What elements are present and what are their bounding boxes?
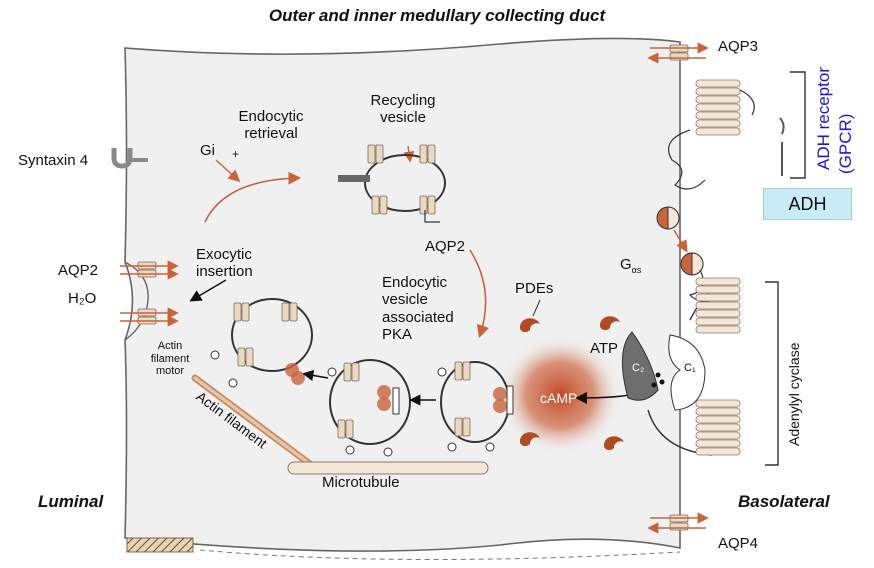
exocytic-insertion-label-1: Exocytic: [196, 246, 252, 263]
endocytic-retrieval-label-1: Endocytic: [238, 108, 304, 125]
page-title: Outer and inner medullary collecting duc…: [268, 6, 606, 25]
exocytic-vesicle: [210, 298, 313, 388]
gi-plus-label: +: [232, 147, 240, 161]
pka-icon: [285, 363, 305, 385]
camp-glow: [498, 335, 622, 455]
endocytic-vesicle-right: [437, 361, 514, 452]
exocytic-insertion-label-2: insertion: [196, 263, 253, 281]
aqp4-channel: [647, 512, 709, 534]
gi-label: Gi: [200, 142, 215, 159]
recycling-vesicle: [338, 144, 446, 223]
h2o-label: H₂O: [68, 290, 97, 307]
microtubule-label: Microtubule: [322, 474, 400, 491]
syntaxin-icon: [111, 148, 148, 169]
exocytic-insertion-arrow: [189, 279, 227, 302]
endocytic-vesicle-label-3: associated: [382, 308, 454, 326]
pdes-label: PDEs: [515, 280, 554, 297]
actin-motor-label-2: filament: [150, 352, 190, 365]
aqp2-vesicle-label: AQP2: [425, 238, 466, 255]
aqp2-luminal-label: AQP2: [58, 262, 99, 279]
endocytic-vesicle-middle: [327, 359, 411, 457]
g-alpha-s-label: G: [620, 256, 632, 273]
adenylyl-cyclase-bracket: [765, 281, 779, 466]
adh-receptor-label-2: (GPCR): [836, 113, 855, 174]
g-protein-icon: [656, 206, 713, 303]
adenylyl-cyclase-label: Adenylyl cyclase: [786, 342, 802, 447]
pka-label: PKA: [382, 325, 413, 343]
tight-junction: [126, 537, 194, 553]
actin-motor-label-1: Actin: [157, 340, 183, 352]
actin-motor-label-3: motor: [155, 365, 185, 378]
syntaxin4-label: Syntaxin 4: [18, 152, 89, 169]
basolateral-label: Basolateral: [738, 492, 830, 511]
endocytic-vesicle-label-2: vesicle: [382, 291, 428, 309]
c2-label: C₂: [632, 362, 645, 374]
c1-label: C₁: [684, 362, 696, 374]
atp-label: ATP: [590, 340, 619, 357]
pde-icon: [519, 299, 624, 451]
luminal-label: Luminal: [38, 492, 104, 511]
endocytic-vesicle-label-1: Endocytic: [382, 274, 448, 291]
g-alpha-s-subscript: αs: [631, 265, 642, 275]
aqp3-label: AQP3: [718, 38, 759, 55]
recycling-vesicle-label-2: vesicle: [380, 109, 426, 127]
adh-receptor-gpcr: [668, 79, 785, 190]
microtubule: [287, 461, 489, 475]
endocytic-retrieval-label-2: retrieval: [244, 125, 298, 143]
recycling-to-endocytic-arrow: [469, 249, 490, 339]
adh-box: ADH: [763, 188, 852, 220]
camp-label: cAMP: [540, 390, 578, 406]
recycling-vesicle-label-1: Recycling: [370, 92, 436, 109]
aqp4-label: AQP4: [718, 535, 759, 552]
endocytic-retrieval-arrow: [204, 171, 302, 223]
aquaporin-channel-icon: [120, 260, 179, 327]
adh-receptor-label-1: ADH receptor: [814, 67, 833, 170]
aqp3-channel: [647, 42, 709, 64]
gpcr-bracket: [790, 71, 806, 179]
